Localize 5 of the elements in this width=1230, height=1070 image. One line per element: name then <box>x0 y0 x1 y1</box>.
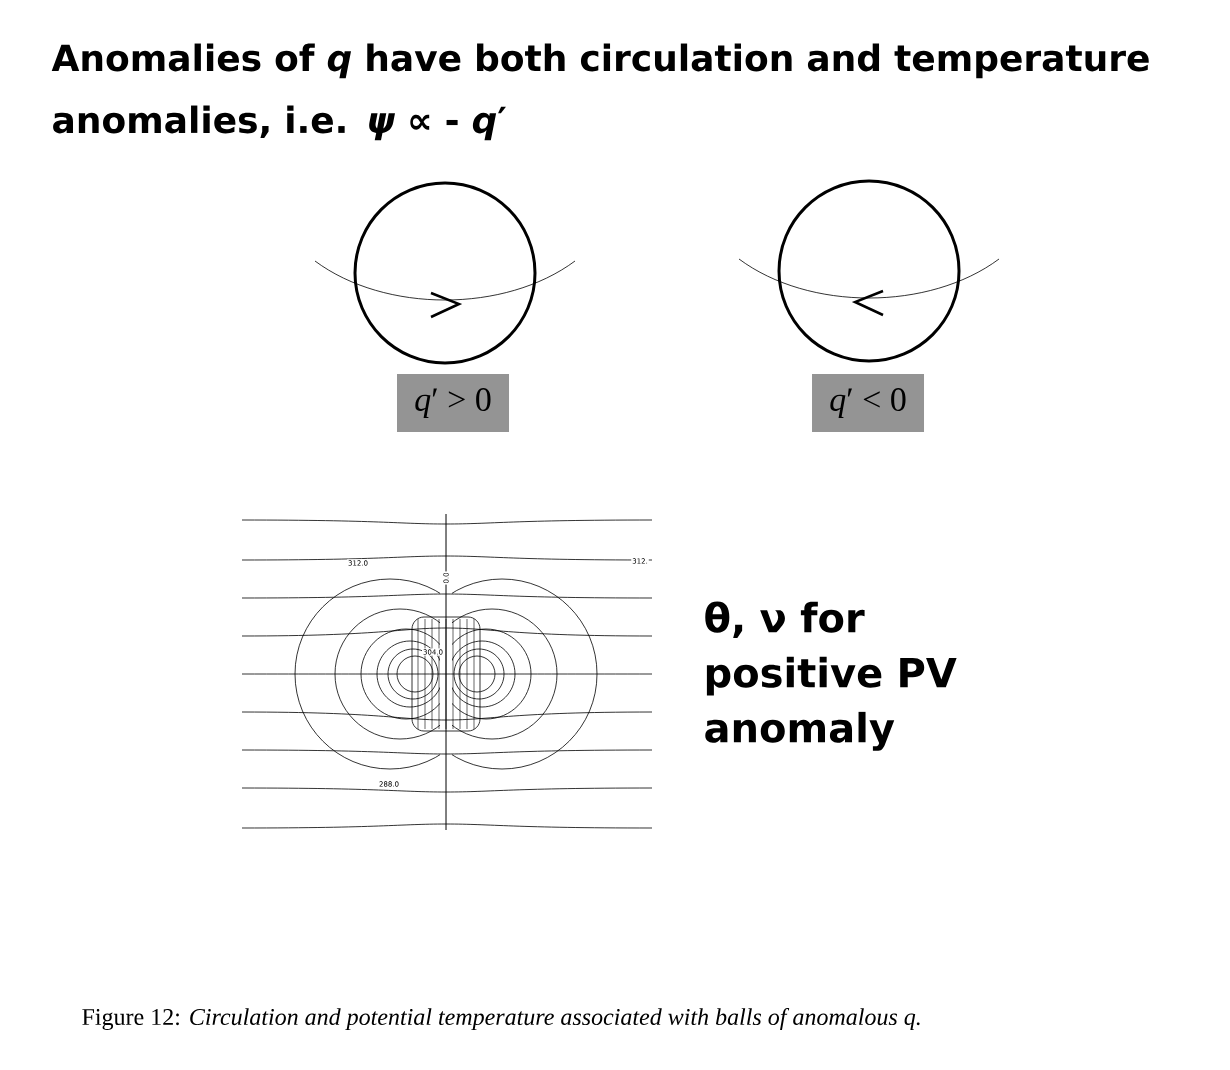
side-text: θ, ν for positive PV anomaly <box>705 601 957 751</box>
label-box: q′ < 0 <box>812 374 924 432</box>
label-box: q′ > 0 <box>397 374 509 432</box>
title: Anomalies of q have both circulation and temperature anomalies, i.e. ψ ∝ - q′ <box>51 43 1149 141</box>
caption: Figure 12: Circulation and potential temperature associated with balls of anomalous q. <box>82 1008 920 1031</box>
